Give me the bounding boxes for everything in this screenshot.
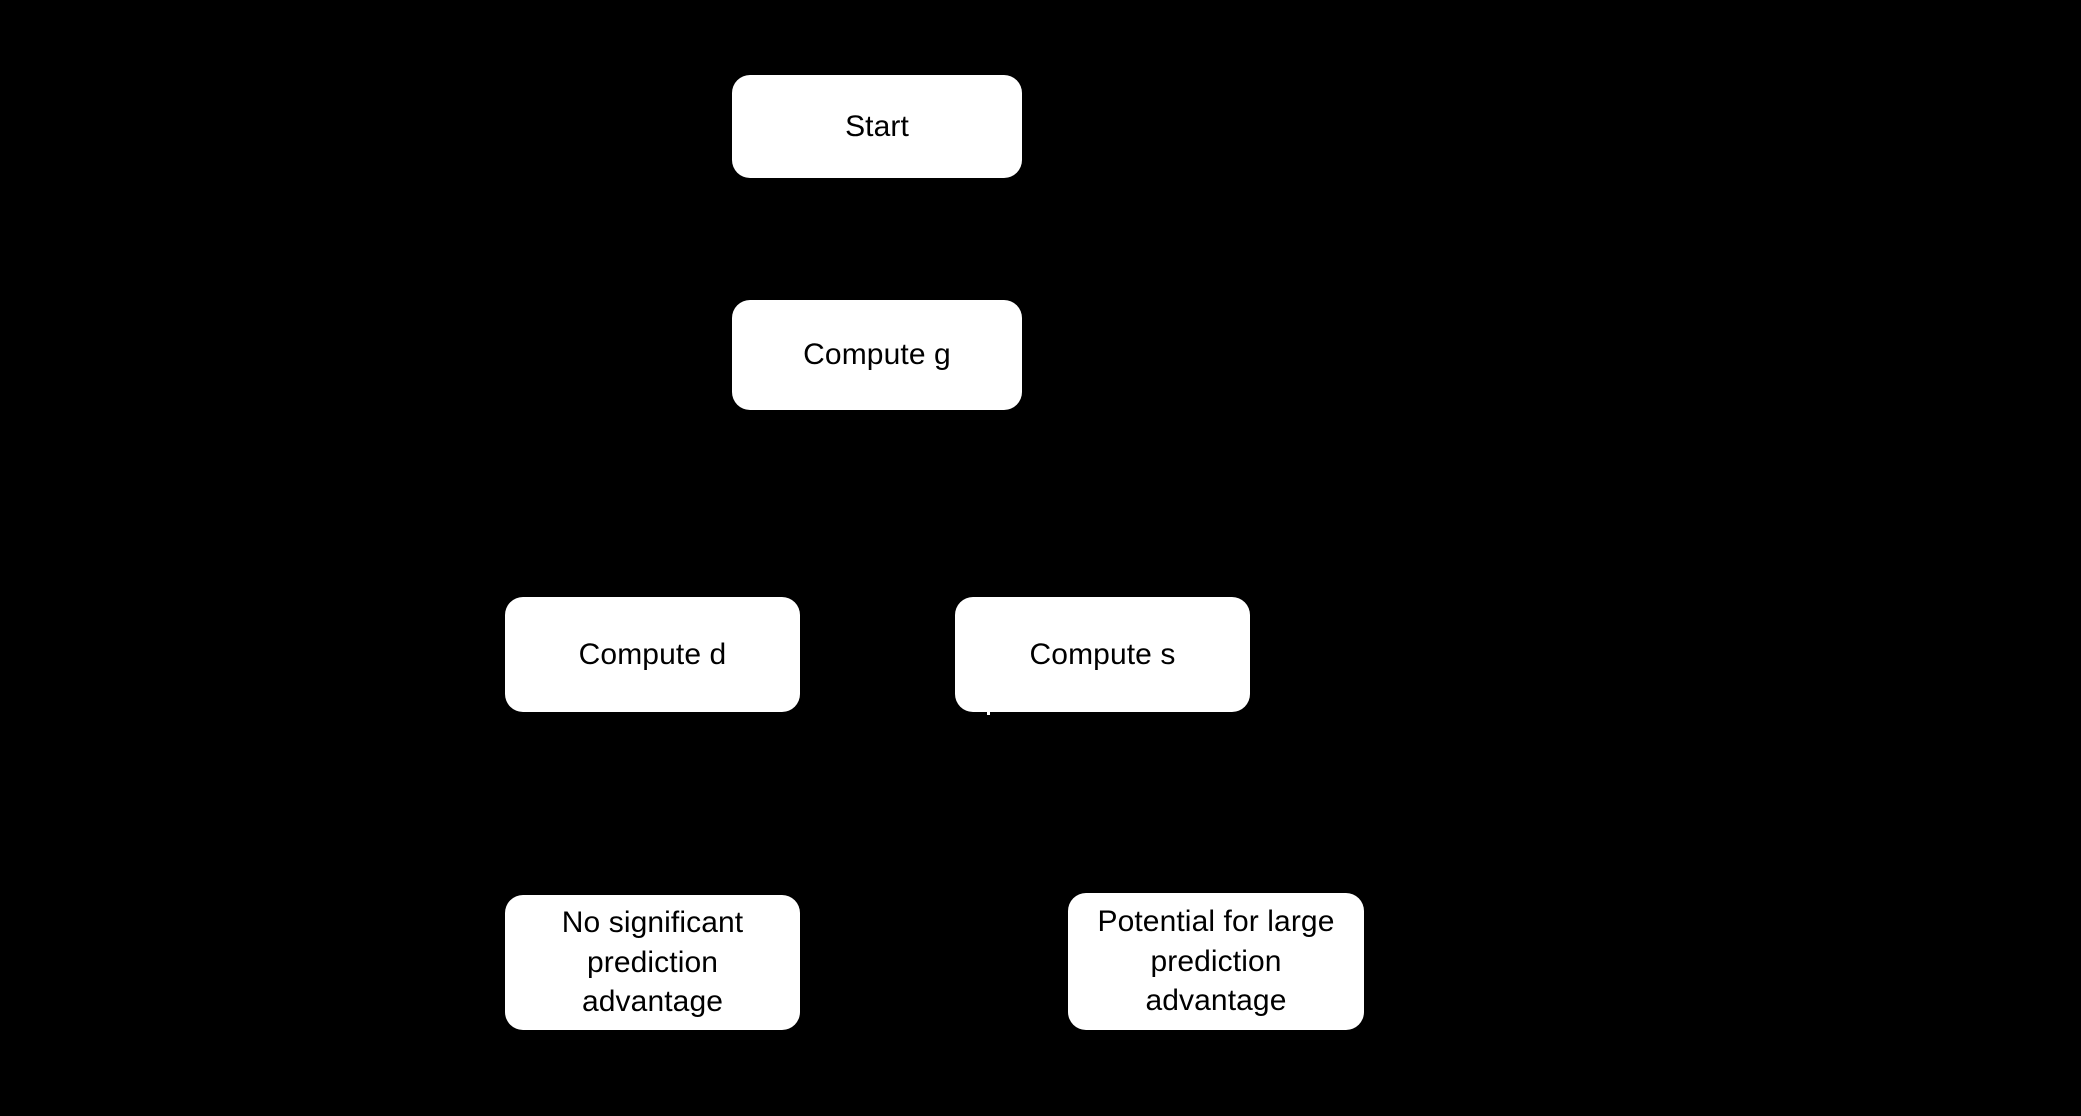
node-start-label: Start bbox=[845, 109, 909, 143]
edge-compute-g-to-compute-s bbox=[875, 410, 1114, 600]
node-compute-d-label: Compute d bbox=[578, 637, 727, 671]
render-artifact-pixel bbox=[987, 712, 990, 715]
edge-compute-s-to-large-advantage bbox=[1100, 712, 1228, 896]
node-compute-d[interactable]: Compute d bbox=[505, 597, 800, 712]
node-compute-s[interactable]: Compute s bbox=[955, 597, 1250, 712]
node-compute-g-label: Compute g bbox=[803, 338, 951, 372]
node-compute-g[interactable]: Compute g bbox=[732, 300, 1022, 410]
node-potential-for-large-prediction-advantage[interactable]: Potential for large prediction advantage bbox=[1068, 893, 1364, 1030]
node-no-significant-prediction-advantage[interactable]: No significant prediction advantage bbox=[505, 895, 800, 1030]
node-no-significant-prediction-advantage-label: No significant prediction advantage bbox=[561, 906, 744, 1019]
node-compute-s-label: Compute s bbox=[1029, 637, 1176, 671]
node-potential-for-large-prediction-advantage-label: Potential for large prediction advantage bbox=[1097, 905, 1335, 1018]
node-start[interactable]: Start bbox=[732, 75, 1022, 178]
edge-compute-g-to-compute-d bbox=[640, 410, 879, 600]
